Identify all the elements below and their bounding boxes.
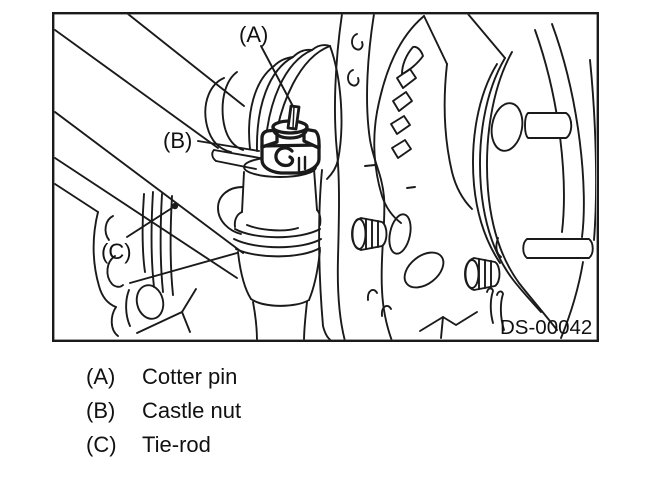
mount-bolt [351, 217, 388, 251]
hub-center [490, 102, 524, 152]
legend-item-castle-nut: (B) Castle nut [86, 394, 241, 428]
brake-rotor-hub [467, 14, 596, 339]
wheel-stud [522, 238, 594, 259]
legend-key: (B) [86, 398, 116, 423]
legend-label: Tie-rod [142, 432, 211, 457]
callout-c-leader [126, 207, 173, 238]
vent-slot [396, 68, 417, 89]
steering-knuckle [318, 14, 505, 340]
callout-b-leader [197, 140, 260, 152]
vent-slot [401, 45, 424, 75]
legend-label: Castle nut [142, 398, 242, 423]
vent-slot [392, 91, 413, 112]
legend-key: (A) [86, 364, 116, 389]
cotter-pin-hook [274, 146, 295, 168]
vent-slot [390, 115, 411, 135]
legend-item-cotter-pin: (A) Cotter pin [86, 360, 241, 394]
line-drawing [54, 14, 596, 340]
callout-a-leader [260, 45, 297, 113]
legend-item-tie-rod: (C) Tie-rod [86, 428, 241, 462]
rotor-vent-band [373, 15, 473, 224]
tie-rod [54, 111, 244, 284]
callout-c-label: (C) [101, 239, 132, 264]
cv-boot [204, 44, 343, 180]
figure-box [52, 11, 599, 343]
figure-code: DS-00042 [500, 316, 592, 339]
wheel-stud [524, 112, 573, 139]
castle-nut [260, 104, 321, 175]
callout-a-label: (A) [239, 22, 268, 47]
mount-bolt [464, 257, 501, 291]
knuckle-bracket [54, 183, 197, 337]
callout-b-label: (B) [163, 128, 192, 153]
vent-slot [391, 139, 412, 159]
legend-key: (C) [86, 432, 117, 457]
callout-c-point-dot [171, 202, 179, 210]
legend: (A) Cotter pin (B) Castle nut (C) Tie-ro… [86, 360, 241, 462]
legend-label: Cotter pin [142, 364, 238, 389]
